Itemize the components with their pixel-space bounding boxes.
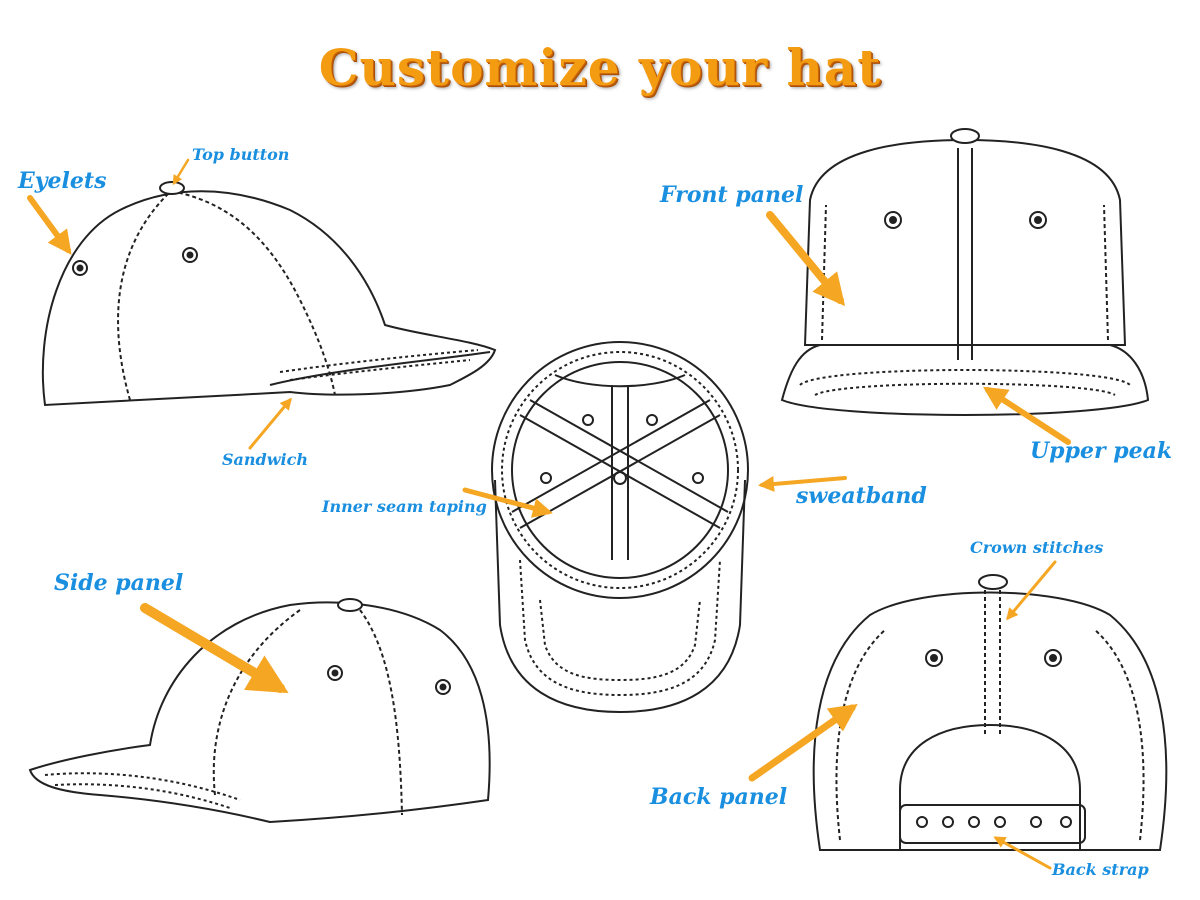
label-upper-peak: Upper peak (1030, 438, 1173, 464)
arrow-upper-peak (982, 386, 1071, 445)
arrow-side-panel (140, 603, 289, 694)
hat-underside-view (491, 341, 749, 714)
arrow-inner-seam-taping (462, 487, 553, 518)
hat-back-view (812, 574, 1168, 851)
label-sandwich: Sandwich (222, 450, 308, 469)
label-back-panel: Back panel (650, 784, 788, 810)
arrow-back-strap (993, 836, 1052, 870)
page-title: Customize your hat (318, 38, 882, 97)
label-inner-seam-taping: Inner seam taping (322, 497, 487, 516)
arrow-front-panel (766, 211, 846, 307)
callout-arrows (27, 158, 1071, 870)
arrow-sandwich (248, 397, 292, 450)
hat-side-view-left (28, 598, 491, 824)
arrow-back-panel (748, 703, 858, 782)
arrow-sweatband (758, 476, 847, 492)
label-crown-stitches: Crown stitches (970, 538, 1104, 557)
hat-side-view-right (41, 181, 497, 407)
label-top-button: Top button (192, 145, 290, 164)
hat-front-view (780, 128, 1150, 416)
label-side-panel: Side panel (54, 570, 184, 596)
label-eyelets: Eyelets (18, 168, 107, 194)
label-sweatband: sweatband (796, 483, 927, 509)
arrow-crown-stitches (1006, 560, 1057, 621)
arrow-top-button (172, 158, 190, 186)
label-front-panel: Front panel (660, 182, 804, 208)
arrow-eyelets (27, 195, 72, 255)
label-back-strap: Back strap (1052, 860, 1149, 879)
